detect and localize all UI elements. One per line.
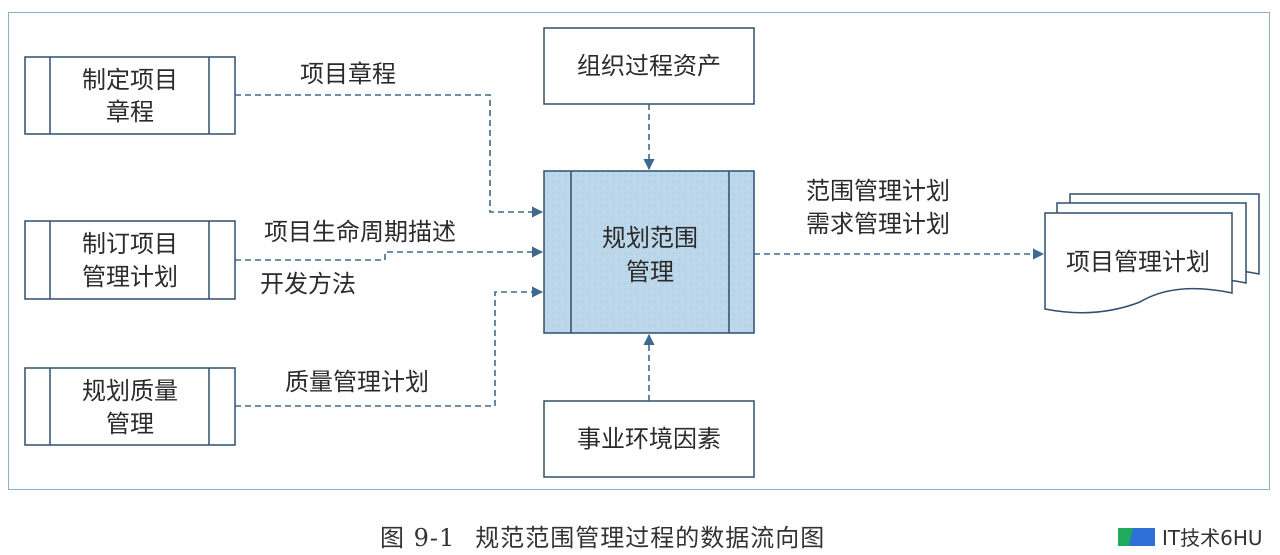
figure-number: 图 9-1 bbox=[380, 524, 456, 552]
diagram-frame bbox=[8, 12, 1270, 490]
edge-label-quality-plan: 质量管理计划 bbox=[285, 368, 429, 396]
edge-label-dev-approach: 开发方法 bbox=[260, 270, 356, 298]
document-project-management-plan: 项目管理计划 bbox=[1044, 193, 1260, 314]
node-label: 制定项目 bbox=[82, 66, 178, 94]
node-label: 章程 bbox=[106, 98, 154, 126]
node-label: 制订项目 bbox=[82, 230, 178, 258]
process-plan-quality: 规划质量 管理 bbox=[24, 367, 236, 446]
process-develop-pm-plan: 制订项目 管理计划 bbox=[24, 220, 236, 300]
node-label: 管理 bbox=[106, 410, 154, 438]
node-label: 项目管理计划 bbox=[1066, 248, 1210, 276]
figure-caption: 图 9-1 规范范围管理过程的数据流向图 bbox=[380, 518, 825, 553]
node-label: 规划范围 bbox=[602, 224, 698, 252]
box-enterprise-environmental-factors: 事业环境因素 bbox=[543, 400, 755, 478]
node-label: 规划质量 bbox=[82, 377, 178, 405]
arrow-quality-plan bbox=[235, 286, 544, 407]
node-label: 事业环境因素 bbox=[577, 425, 721, 453]
figure-title: 规范范围管理过程的数据流向图 bbox=[475, 524, 826, 552]
arrow-charter bbox=[235, 94, 544, 218]
edge-label-lifecycle: 项目生命周期描述 bbox=[264, 218, 456, 246]
process-develop-charter: 制定项目 章程 bbox=[24, 56, 236, 135]
edge-label-req-plan: 需求管理计划 bbox=[806, 210, 950, 238]
edge-label-charter: 项目章程 bbox=[300, 60, 396, 88]
brand-logo-icon bbox=[1118, 527, 1155, 546]
watermark: IT技术6HU bbox=[1118, 522, 1263, 551]
node-label: 管理计划 bbox=[82, 263, 178, 291]
node-label: 管理 bbox=[626, 258, 674, 286]
node-label: 组织过程资产 bbox=[577, 52, 721, 80]
edge-label-scope-plan: 范围管理计划 bbox=[806, 177, 950, 205]
process-plan-scope-management: 规划范围 管理 bbox=[543, 170, 755, 334]
box-organizational-process-assets: 组织过程资产 bbox=[543, 27, 755, 105]
arrow-lifecycle bbox=[235, 246, 544, 261]
watermark-text: IT技术6HU bbox=[1162, 526, 1263, 550]
